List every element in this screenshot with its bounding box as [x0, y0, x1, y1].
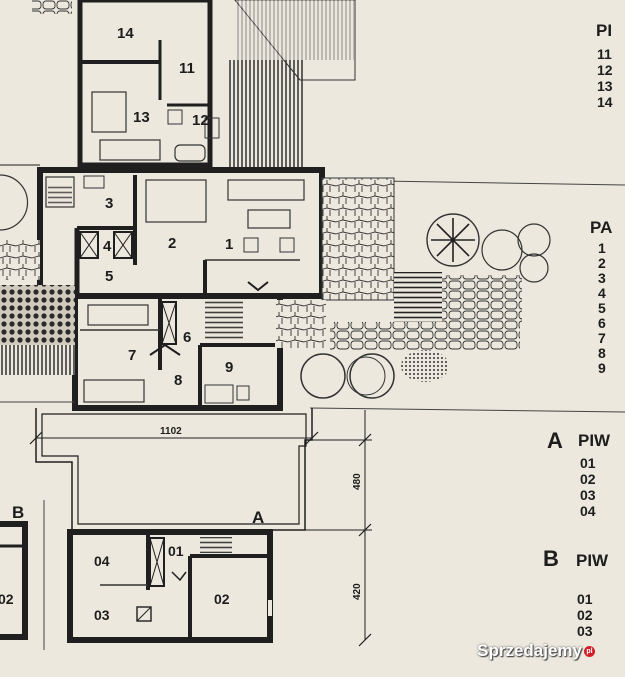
ground-room-label: 1: [225, 236, 233, 253]
ground-room-label: 4: [103, 238, 112, 255]
ground-room-label: 3: [105, 195, 113, 212]
legend-mid-item: 6: [598, 315, 606, 331]
basement-room-label: 03: [94, 607, 110, 623]
legend-section-b-item: 03: [577, 623, 593, 639]
legend-top-header: PI: [596, 21, 612, 40]
legend-section-b-letter: B: [543, 546, 559, 571]
upper-room-label: 12: [192, 112, 209, 129]
legend-mid-header: PA: [590, 218, 612, 237]
ground-room-label: 6: [183, 329, 191, 346]
basement-room-label: 02: [214, 591, 230, 607]
upper-room-label: 13: [133, 109, 150, 126]
legend-mid-item: 3: [598, 270, 606, 286]
legend-mid-item: 1: [598, 240, 606, 256]
legend-section-b-title: PIW: [576, 551, 609, 570]
legend-top-item: 13: [597, 78, 613, 94]
legend-top-item: 12: [597, 62, 613, 78]
section-mark-a: A: [252, 508, 264, 527]
ground-room-label: 9: [225, 359, 233, 376]
legend-section-a-item: 03: [580, 487, 596, 503]
legend-section-a-item: 01: [580, 455, 596, 471]
legend-section-a-letter: A: [547, 428, 563, 453]
legend-section-a-item: 04: [580, 503, 596, 519]
basement-left-room-label: 02: [0, 591, 14, 607]
legend-section-a-title: PIW: [578, 431, 611, 450]
legend-mid-item: 5: [598, 300, 606, 316]
upper-room-label: 11: [179, 60, 195, 77]
ground-room-label: 5: [105, 268, 113, 285]
legend-section-a-item: 02: [580, 471, 596, 487]
watermark-badge: pl: [584, 646, 595, 658]
section-mark-b: B: [12, 503, 24, 522]
legend-mid-item: 9: [598, 360, 606, 376]
watermark-text: Sprzedajemy: [477, 641, 582, 660]
basement-plan: 1102 480 420 04 01 03 02 02 B A: [0, 408, 372, 650]
basement-room-label: 04: [94, 553, 110, 569]
dimension-depth-a: 480: [352, 473, 363, 490]
legend-mid-item: 4: [598, 285, 606, 301]
legend-top-item: 14: [597, 94, 613, 110]
ground-room-label: 8: [174, 372, 182, 389]
legend-mid-item: 8: [598, 345, 606, 361]
upper-floor-plan: 14 11 13 12: [0, 0, 625, 186]
legend-top-item: 11: [597, 46, 612, 62]
legend-section-b-item: 02: [577, 607, 593, 623]
basement-room-label: 01: [168, 543, 184, 559]
legend-section-b-item: 01: [577, 591, 593, 607]
dimension-width: 1102: [160, 426, 182, 437]
ground-floor-plan: 3 2 1 4 5 6 7 8 9: [0, 167, 625, 413]
dimension-depth-b: 420: [352, 583, 363, 600]
ground-room-label: 2: [168, 235, 176, 252]
legend-mid-item: 2: [598, 255, 606, 271]
legend-mid-item: 7: [598, 330, 606, 346]
ground-room-label: 7: [128, 347, 136, 364]
legend: PI 11 12 13 14 PA 1 2 3 4 5 6 7 8 9 A PI…: [543, 21, 613, 639]
upper-room-label: 14: [117, 25, 134, 42]
